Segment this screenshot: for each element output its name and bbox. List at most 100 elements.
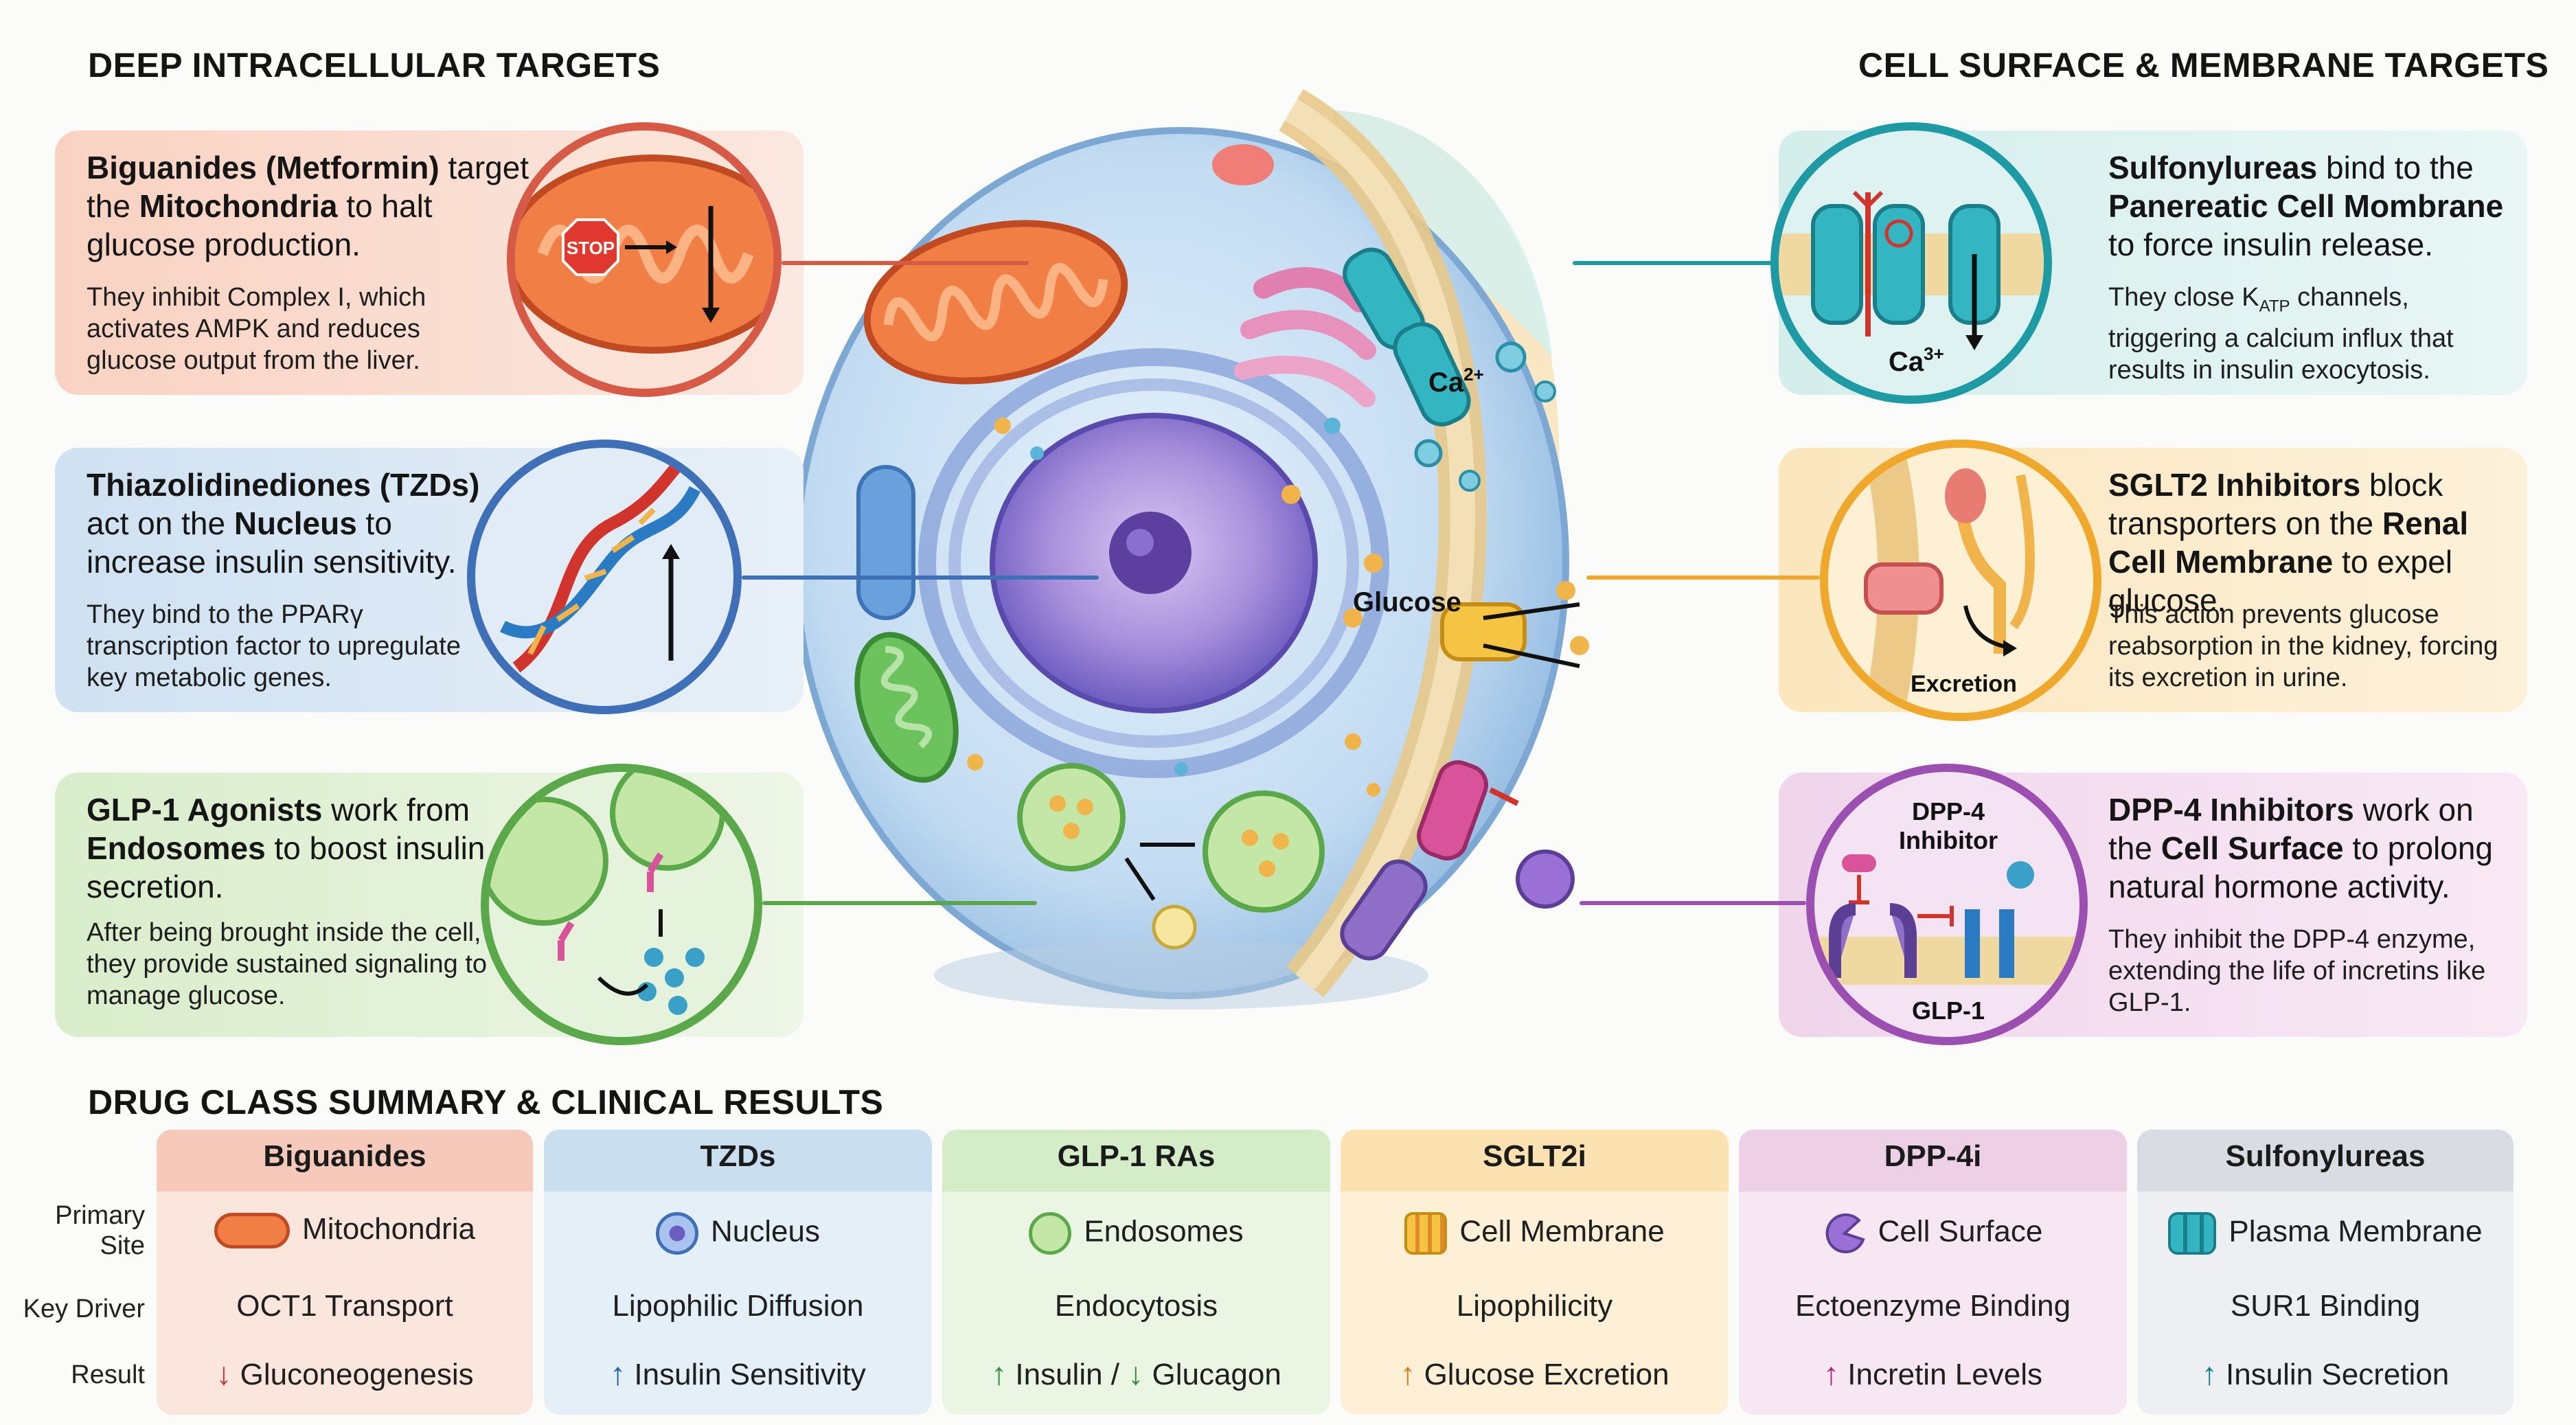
arrow-up-icon: ↑: [1400, 1356, 1416, 1391]
arrow-down-icon: ↓: [1128, 1356, 1144, 1391]
sulfonylureas-card: Sulfonylureas bind to the Panereatic Cel…: [1779, 130, 2527, 395]
dpp4-headline: DPP-4 Inhibitors work on the Cell Surfac…: [2108, 790, 2507, 906]
biguanides-body: They inhibit Complex I, which activates …: [87, 283, 426, 375]
glp1-headline: GLP-1 Agonists work from Endosomes to bo…: [87, 790, 512, 906]
summary-column-sglt2i: SGLT2i Cell Membrane Lipophilicity ↑ Glu…: [1341, 1130, 1729, 1415]
summary-driver-cell: Ectoenzyme Binding: [1794, 1289, 2071, 1323]
enzyme-icon: [1825, 1213, 1865, 1253]
glp1-headline-text-1: work from: [322, 792, 470, 828]
endosome-zoom-circle: [481, 764, 762, 1045]
sglt2-headline-bold-2: Renal Cell Membrane: [2108, 505, 2469, 580]
sulfonylureas-headline: Sulfonylureas bind to the Panereatic Cel…: [2108, 148, 2507, 264]
dpp4-headline-text-1: work on the: [2108, 792, 2474, 866]
tzd-headline-bold-1: Thiazolidinediones (TZDs): [87, 467, 480, 503]
dpp4-headline-bold-2: Cell Surface: [2161, 830, 2344, 866]
tzd-headline-text-2: to increase insulin sensitivity.: [87, 505, 457, 580]
summary-result-value: Incretin Levels: [1847, 1358, 2042, 1391]
row-label-primary-site-line2: Site: [100, 1231, 145, 1260]
arrow-up-icon: [662, 544, 680, 559]
summary-result-value: Gluconeogenesis: [240, 1358, 474, 1391]
arrow-up-icon: ↑: [2201, 1356, 2218, 1391]
summary-column-name: SGLT2i: [1483, 1139, 1586, 1173]
summary-site-value: Cell Membrane: [1459, 1214, 1665, 1249]
summary-result-value: Insulin /: [1015, 1358, 1128, 1391]
summary-site-cell: Endosomes: [942, 1212, 1330, 1255]
tzd-headline-text-1: act on the: [87, 505, 234, 541]
summary-site-cell: Plasma Membrane: [2137, 1212, 2514, 1255]
glucose-label: Glucose: [1353, 587, 1461, 617]
renal-zoom-circle: Excretion: [1820, 440, 2101, 721]
arrow-down-icon: [702, 308, 720, 323]
summary-driver-cell: Lipophilicity: [1456, 1289, 1613, 1323]
tzd-body: They bind to the PPARγ transcription fac…: [87, 600, 461, 692]
biguanides-headline-bold-1: Biguanides (Metformin): [87, 150, 440, 185]
summary-result-cell: ↑ Incretin Levels: [1739, 1355, 2127, 1392]
summary-site-value: Nucleus: [711, 1214, 820, 1249]
glp1-circle-label: GLP-1: [1912, 996, 1985, 1025]
dpp4-connector: [1580, 901, 1806, 905]
dpp4-body: They inhibit the DPP-4 enzyme, extending…: [2108, 925, 2486, 1017]
row-label-result: Result: [71, 1360, 145, 1389]
summary-result-cell: ↓ Gluconeogenesis: [157, 1355, 533, 1392]
biguanides-headline-bold-2: Mitochondria: [139, 188, 338, 224]
endosome-connector: [762, 901, 1037, 905]
sulfonylureas-body: They close KATP channels, triggering a c…: [2108, 282, 2507, 386]
summary-site-value: Endosomes: [1084, 1214, 1244, 1249]
calcium-label-cell-base: Ca: [1428, 367, 1464, 398]
summary-site-cell: Mitochondria: [157, 1212, 533, 1249]
ion-channel-icon: [2168, 1212, 2217, 1255]
sulfonylureas-body-part-1: They close K: [2108, 283, 2259, 312]
dpp4-inhibitor-label-line1: DPP-4: [1912, 797, 1985, 825]
sulfonylureas-headline-bold-2: Panereatic Cell Mombrane: [2108, 188, 2504, 224]
summary-result-value: Insulin Sensitivity: [634, 1358, 866, 1391]
summary-column-biguanides: Biguanides Mitochondria OCT1 Transport ↓…: [157, 1130, 533, 1415]
calcium-label-circle-sup: 3+: [1924, 343, 1944, 364]
dpp4-inhibitor-label-line2: Inhibitor: [1899, 826, 1998, 854]
biguanides-headline-text-1: target the: [87, 150, 529, 224]
summary-result-cell: ↑ Insulin Sensitivity: [544, 1355, 932, 1392]
summary-driver-cell: SUR1 Binding: [2230, 1289, 2421, 1323]
calcium-label-circle-base: Ca: [1889, 347, 1924, 377]
mitochondria-icon: [214, 1213, 290, 1249]
summary-site-value: Cell Surface: [1878, 1214, 2043, 1249]
dpp4-zoom-circle: DPP-4 Inhibitor GLP-1: [1806, 764, 2088, 1045]
nucleus-icon: [656, 1212, 699, 1255]
svg-text:Ca3+: Ca3+: [1889, 343, 1944, 377]
sglt2-headline-text-1: block transporters on the: [2108, 467, 2443, 541]
summary-result-value: Glucose Excretion: [1424, 1358, 1669, 1391]
summary-column-tzds: TZDs Nucleus Lipophilic Diffusion ↑ Insu…: [544, 1130, 932, 1415]
endosome-icon: [1029, 1212, 1072, 1255]
svg-text:Ca2+: Ca2+: [1428, 364, 1484, 398]
biguanides-headline: Biguanides (Metformin) target the Mitoch…: [87, 148, 540, 264]
sulfonylureas-headline-text-2: to force insulin release.: [2108, 227, 2434, 262]
sglt2-headline-bold-1: SGLT2 Inhibitors: [2108, 467, 2361, 503]
summary-result-cell: ↑ Insulin / ↓ Glucagon: [942, 1355, 1330, 1392]
summary-site-cell: Nucleus: [544, 1212, 932, 1255]
sglt2-body: This action prevents glucose reabsorptio…: [2108, 600, 2498, 692]
summary-site-value: Mitochondria: [302, 1212, 475, 1246]
summary-column-name: Sulfonylureas: [2225, 1139, 2426, 1173]
mitochondria-zoom-circle: STOP: [507, 122, 782, 397]
dna-icon: [499, 457, 701, 673]
glp1-headline-bold-2: Endosomes: [87, 830, 266, 866]
summary-site-cell: Cell Surface: [1739, 1212, 2127, 1255]
membrane-transporter-icon: [1404, 1212, 1448, 1255]
summary-result-value: Insulin Secretion: [2225, 1358, 2450, 1391]
summary-column-sulfonylureas: Sulfonylureas Plasma Membrane SUR1 Bindi…: [2137, 1130, 2514, 1415]
summary-column-name: TZDs: [700, 1139, 776, 1173]
stop-label: STOP: [567, 238, 615, 258]
dpp4-headline-bold-1: DPP-4 Inhibitors: [2108, 792, 2354, 828]
summary-column-name: Biguanides: [263, 1139, 426, 1173]
cell-illustration: Ca2+ Glucose: [793, 89, 1589, 1010]
summary-column-name: DPP-4i: [1884, 1139, 1982, 1173]
sglt2-headline-text-2: to expel glucose.: [2108, 544, 2453, 618]
summary-result-value-2: Glucagon: [1152, 1358, 1281, 1391]
summary-column-glp1: GLP-1 RAs Endosomes Endocytosis ↑ Insuli…: [942, 1130, 1330, 1415]
arrow-up-icon: ↑: [991, 1356, 1007, 1391]
glp1-headline-bold-1: GLP-1 Agonists: [87, 792, 323, 828]
arrow-down-icon: [1965, 335, 1983, 350]
summary-driver-cell: OCT1 Transport: [236, 1289, 453, 1323]
summary-section-title: DRUG CLASS SUMMARY & CLINICAL RESULTS: [88, 1083, 884, 1121]
nucleus-zoom-circle: [467, 440, 742, 714]
